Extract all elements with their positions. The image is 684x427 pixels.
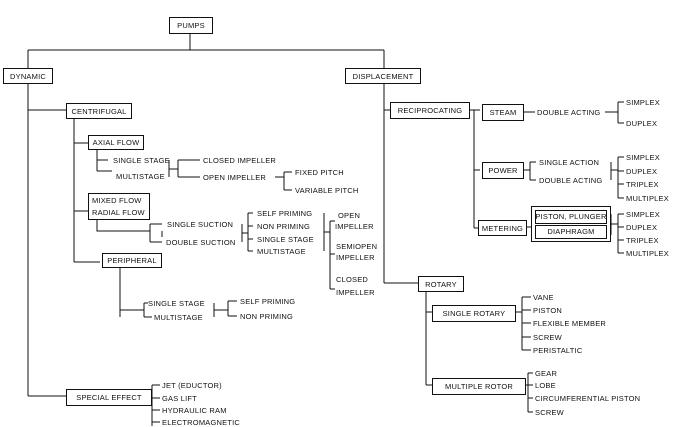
- label-power-triplex: TRIPLEX: [626, 180, 659, 189]
- label-fixed-pitch: FIXED PITCH: [295, 168, 344, 177]
- label-metering-multiplex: MULTIPLEX: [626, 249, 669, 258]
- label-peripheral-self-priming: SELF PRIMING: [240, 297, 296, 306]
- label-open-impeller-type: OPEN: [338, 211, 361, 220]
- box-piston-plunger: PISTON, PLUNGER: [535, 209, 607, 224]
- node-pumps: PUMPS: [169, 17, 213, 34]
- label-steam-double-acting: DOUBLE ACTING: [537, 108, 601, 117]
- label-open-impeller-type-2: IMPELLER: [335, 222, 374, 231]
- box-diaphragm: DIAPHRAGM: [535, 224, 607, 239]
- label-power-simplex: SIMPLEX: [626, 153, 660, 162]
- label-peripheral-multistage: MULTISTAGE: [154, 313, 203, 322]
- label-power-duplex: DUPLEX: [626, 167, 658, 176]
- label-steam-simplex: SIMPLEX: [626, 98, 660, 107]
- node-metering: METERING: [478, 220, 527, 236]
- node-steam: STEAM: [482, 104, 524, 121]
- label-double-acting: DOUBLE ACTING: [539, 176, 603, 185]
- label-power-multiplex: MULTIPLEX: [626, 194, 669, 203]
- node-power: POWER: [482, 162, 524, 179]
- label-single-stage: SINGLE STAGE: [257, 235, 314, 244]
- label-peripheral-non-priming: NON PRIMING: [240, 312, 294, 321]
- label-metering-simplex: SIMPLEX: [626, 210, 660, 219]
- label-axial-multistage: MULTISTAGE: [116, 172, 165, 181]
- label-mixed-flow: MIXED FLOW: [92, 195, 142, 205]
- label-circumferential-piston: CIRCUMFERENTIAL PISTON: [535, 394, 641, 403]
- label-multistage: MULTISTAGE: [257, 247, 306, 256]
- node-displacement: DISPLACEMENT: [345, 68, 421, 84]
- label-single-action: SINGLE ACTION: [539, 158, 600, 167]
- label-steam-duplex: DUPLEX: [626, 119, 658, 128]
- label-lobe: LOBE: [535, 381, 556, 390]
- label-screw-single: SCREW: [533, 333, 562, 342]
- label-gear: GEAR: [535, 369, 558, 378]
- label-peristaltic: PERISTALTIC: [533, 346, 583, 355]
- label-closed-impeller: CLOSED IMPELLER: [203, 156, 277, 165]
- label-semiopen-impeller: SEMIOPEN: [336, 242, 378, 251]
- label-metering-triplex: TRIPLEX: [626, 236, 659, 245]
- label-jet-eductor: JET (EDUCTOR): [162, 381, 222, 390]
- label-self-priming: SELF PRIMING: [257, 209, 313, 218]
- node-special-effect: SPECIAL EFFECT: [66, 389, 152, 406]
- label-vane: VANE: [533, 293, 554, 302]
- label-semiopen-impeller-2: IMPELLER: [336, 253, 375, 262]
- label-radial-flow: RADIAL FLOW: [92, 208, 145, 218]
- node-single-rotary: SINGLE ROTARY: [432, 305, 516, 322]
- label-closed-impeller-type-2: IMPELLER: [336, 288, 375, 297]
- node-centrifugal: CENTRIFUGAL: [66, 103, 132, 119]
- label-electromagnetic: ELECTROMAGNETIC: [162, 418, 241, 427]
- node-axial-flow: AXIAL FLOW: [88, 135, 144, 150]
- label-metering-duplex: DUPLEX: [626, 223, 658, 232]
- node-metering-kinds: PISTON, PLUNGER DIAPHRAGM: [531, 206, 611, 242]
- label-open-impeller: OPEN IMPELLER: [203, 173, 267, 182]
- label-closed-impeller-type: CLOSED: [336, 275, 369, 284]
- label-single-suction: SINGLE SUCTION: [167, 220, 234, 229]
- label-gas-lift: GAS LIFT: [162, 394, 197, 403]
- node-peripheral: PERIPHERAL: [102, 253, 162, 268]
- node-rotary: ROTARY: [418, 276, 464, 292]
- label-double-suction: DOUBLE SUCTION: [166, 238, 236, 247]
- node-mixed-radial-flow: MIXED FLOW RADIAL FLOW: [88, 193, 150, 220]
- node-reciprocating: RECIPROCATING: [390, 102, 470, 119]
- label-variable-pitch: VARIABLE PITCH: [295, 186, 359, 195]
- label-flexible-member: FLEXIBLE MEMBER: [533, 319, 607, 328]
- label-piston: PISTON: [533, 306, 562, 315]
- label-peripheral-single-stage: SINGLE STAGE: [148, 299, 205, 308]
- label-screw-multiple: SCREW: [535, 408, 564, 417]
- label-axial-single-stage: SINGLE STAGE: [113, 156, 170, 165]
- label-hydraulic-ram: HYDRAULIC RAM: [162, 406, 227, 415]
- node-dynamic: DYNAMIC: [3, 68, 53, 84]
- node-multiple-rotor: MULTIPLE ROTOR: [432, 378, 526, 395]
- label-non-priming: NON PRIMING: [257, 222, 311, 231]
